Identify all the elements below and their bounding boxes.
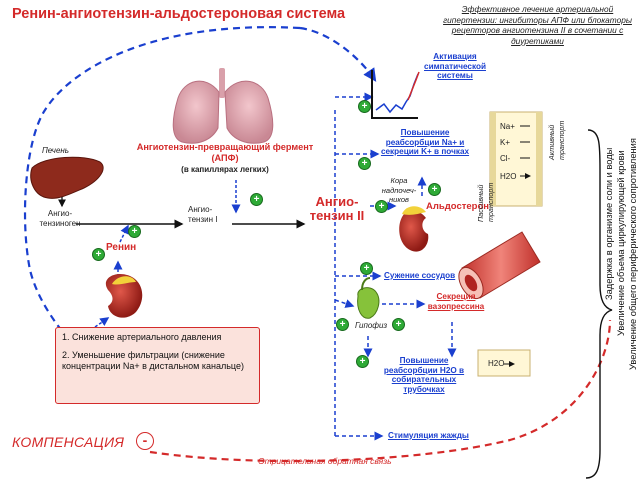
treatment-note: Эффективное лечение артериальной гиперте… [443, 4, 632, 46]
feedback-loop-bottom [149, 319, 612, 463]
sympathetic-graph-icon [371, 70, 420, 119]
ion-na: Na+ [500, 122, 515, 131]
kidney-icon-right [399, 206, 429, 252]
plus-icon: + [336, 318, 349, 331]
feedback-loop-top-right [299, 26, 377, 82]
negative-sign-icon: - [136, 432, 154, 450]
plus-icon: + [360, 262, 373, 275]
trigger-2: 2. Уменьшение фильтрации (снижение конце… [62, 349, 244, 372]
ion-k: K+ [500, 138, 511, 147]
kidney-icon-left [105, 273, 143, 318]
plus-icon: + [250, 193, 263, 206]
arrow-box-to-kidney [94, 317, 110, 328]
effect-sympathetic: Активация симпатической системы [424, 52, 486, 81]
outcomes-brace [585, 129, 613, 479]
active-transport-label: Активный транспорт [547, 120, 566, 160]
angiotensinogen-label: Ангио-тензиноген [39, 209, 81, 228]
hypophysis-icon [357, 277, 380, 319]
lungs-icon [172, 68, 274, 144]
negative-feedback-label: Отрицательная обратная связь [258, 456, 392, 466]
feedback-loop-top [23, 26, 301, 361]
plus-icon: + [428, 183, 441, 196]
page-title: Ренин-ангиотензин-альдостероновая систем… [12, 6, 346, 22]
liver-label: Печень [42, 146, 69, 155]
effect-thirst: Стимуляция жажды [388, 431, 469, 440]
tubule-diagram [489, 111, 543, 207]
ion-h2o: H2O [500, 172, 517, 181]
trigger-1: 1. Снижение артериального давления [62, 332, 222, 342]
effect-vasopressin: Секреция вазопрессина [427, 292, 485, 311]
plus-icon: + [356, 355, 369, 368]
adrenal-label: Кора надпочеч-ников [381, 176, 417, 204]
plus-icon: + [358, 157, 371, 170]
ace-name: Ангиотензин-превращающий фермент (АПФ) [136, 142, 314, 163]
blood-vessel-icon [458, 231, 541, 300]
angiotensin2-label: Ангио-тензин II [309, 194, 365, 223]
ion-cl: Cl- [500, 154, 511, 163]
arrow-renin [119, 224, 129, 243]
tubule-diagram-lower [477, 349, 531, 377]
plus-icon: + [392, 318, 405, 331]
outcome-resistance: Увеличение общего периферического сопрот… [628, 138, 638, 370]
ace-label: Ангиотензин-превращающий фермент (АПФ) (… [130, 142, 320, 175]
aldosterone-label: Альдостерон [426, 201, 490, 212]
effect-na-reabsorption: Повышение реабсорбции Na+ и секреции K+ … [380, 128, 470, 157]
plus-icon: + [128, 225, 141, 238]
plus-icon: + [358, 100, 371, 113]
liver-icon [30, 156, 104, 199]
compensation-label: КОМПЕНСАЦИЯ [12, 434, 125, 450]
angiotensin1-label: Ангио-тензин I [188, 205, 218, 224]
effect-vasoconstriction: Сужение сосудов [384, 271, 456, 280]
triggers-box: 1. Снижение артериального давления 2. Ум… [55, 327, 260, 404]
ace-location: (в капиллярах легких) [181, 165, 269, 174]
outcome-retention: Задержка в организме соли и воды [604, 147, 614, 300]
hypophysis-label: Гипофиз [355, 321, 388, 330]
passive-transport-label: Пассивный транспорт [476, 182, 495, 222]
outcome-volume: Увеличение объема циркулирующей крови [616, 150, 626, 336]
plus-icon: + [375, 200, 388, 213]
effect-water-reabsorption: Повышение реабсорбции H2O в собирательны… [383, 356, 465, 394]
arrow-to-hypophysis [334, 299, 355, 308]
ion-h2o-lower: H2O [488, 359, 505, 368]
renin-label: Ренин [106, 242, 137, 253]
plus-icon: + [92, 248, 105, 261]
